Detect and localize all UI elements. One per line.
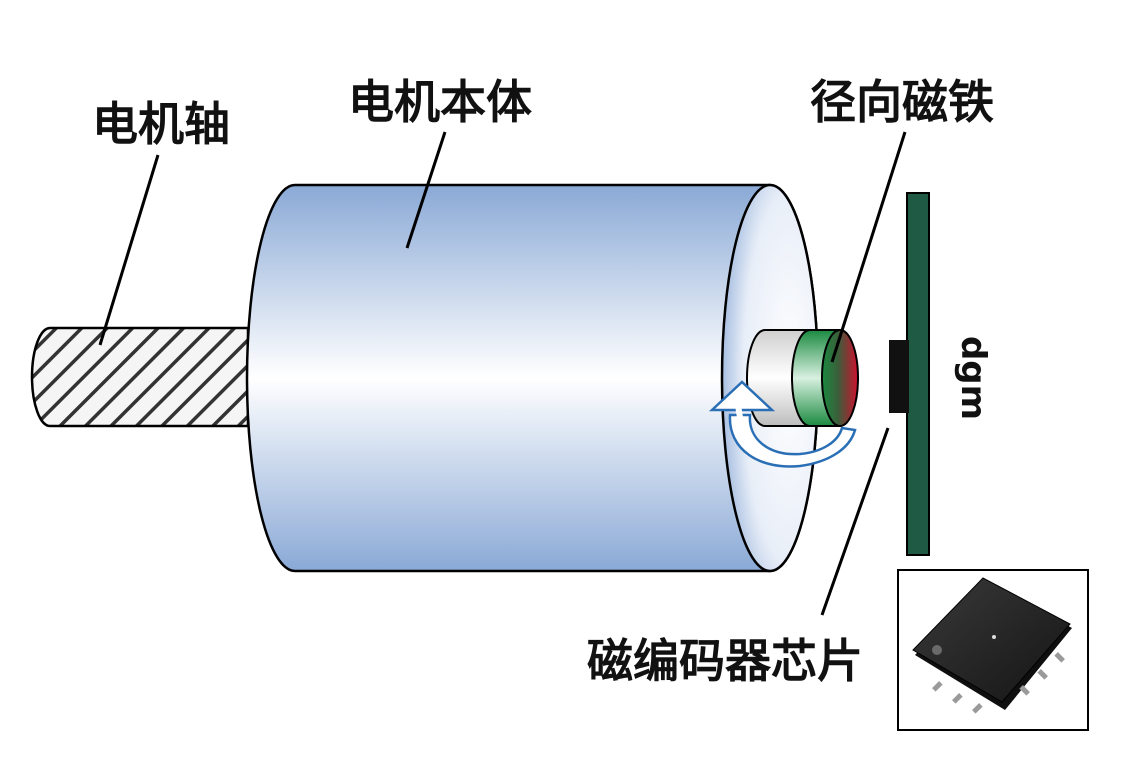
leader-magnet	[830, 131, 907, 363]
encoder-chip	[889, 340, 909, 413]
label-radial-magnet: 径向磁铁	[810, 75, 994, 129]
magnet-face	[821, 329, 859, 427]
label-motor-body: 电机本体	[348, 75, 532, 129]
motor-shaft	[30, 326, 250, 428]
leader-body	[405, 131, 447, 249]
rotation-arrow	[708, 380, 857, 468]
pin1-dot	[932, 645, 942, 655]
label-encoder-chip: 磁编码器芯片	[587, 634, 863, 688]
leader-chip	[820, 427, 890, 616]
watermark-text: dgm	[953, 336, 993, 420]
label-motor-shaft: 电机轴	[92, 97, 230, 151]
chip-package	[912, 577, 1072, 714]
pcb-board	[906, 192, 930, 556]
radial-magnet	[791, 329, 859, 427]
leader-shaft	[98, 154, 160, 346]
chip-photo	[897, 569, 1089, 731]
motor-body	[245, 183, 820, 573]
